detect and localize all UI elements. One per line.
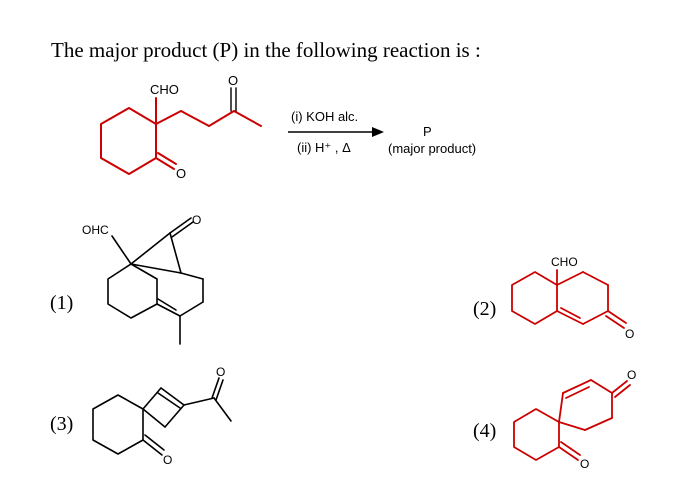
option-2-structure <box>511 269 627 329</box>
option-3-ring-oxygen: O <box>163 453 172 467</box>
reagent-2-label: (ii) H⁺ , Δ <box>297 140 351 155</box>
option-3-structure <box>92 377 232 456</box>
reactant-ketone-oxygen: O <box>228 73 238 88</box>
reaction-arrow <box>288 127 384 137</box>
option-4-number: (4) <box>473 420 497 442</box>
option-2-number: (2) <box>473 298 497 320</box>
option-4-ring-oxygen: O <box>580 457 589 471</box>
product-note-label: (major product) <box>388 141 476 156</box>
reactant-structure <box>100 87 262 175</box>
reagent-1-label: (i) KOH alc. <box>291 109 358 124</box>
question-text: The major product (P) in the following r… <box>51 38 481 62</box>
option-2-cho-label: CHO <box>551 255 578 269</box>
option-4-structure <box>513 379 631 461</box>
option-4-ketone-oxygen: O <box>627 368 636 382</box>
option-1-structure <box>107 217 204 345</box>
product-p-label: P <box>423 124 432 139</box>
reactant-cho-label: CHO <box>150 82 179 97</box>
option-1-oxygen-label: O <box>192 213 201 227</box>
option-1-number: (1) <box>50 292 74 314</box>
option-2-oxygen-label: O <box>625 327 634 341</box>
reactant-ring-oxygen: O <box>176 166 186 181</box>
option-3-number: (3) <box>50 413 74 435</box>
option-3-ketone-oxygen: O <box>216 365 225 379</box>
option-1-ohc-label: OHC <box>82 223 109 237</box>
